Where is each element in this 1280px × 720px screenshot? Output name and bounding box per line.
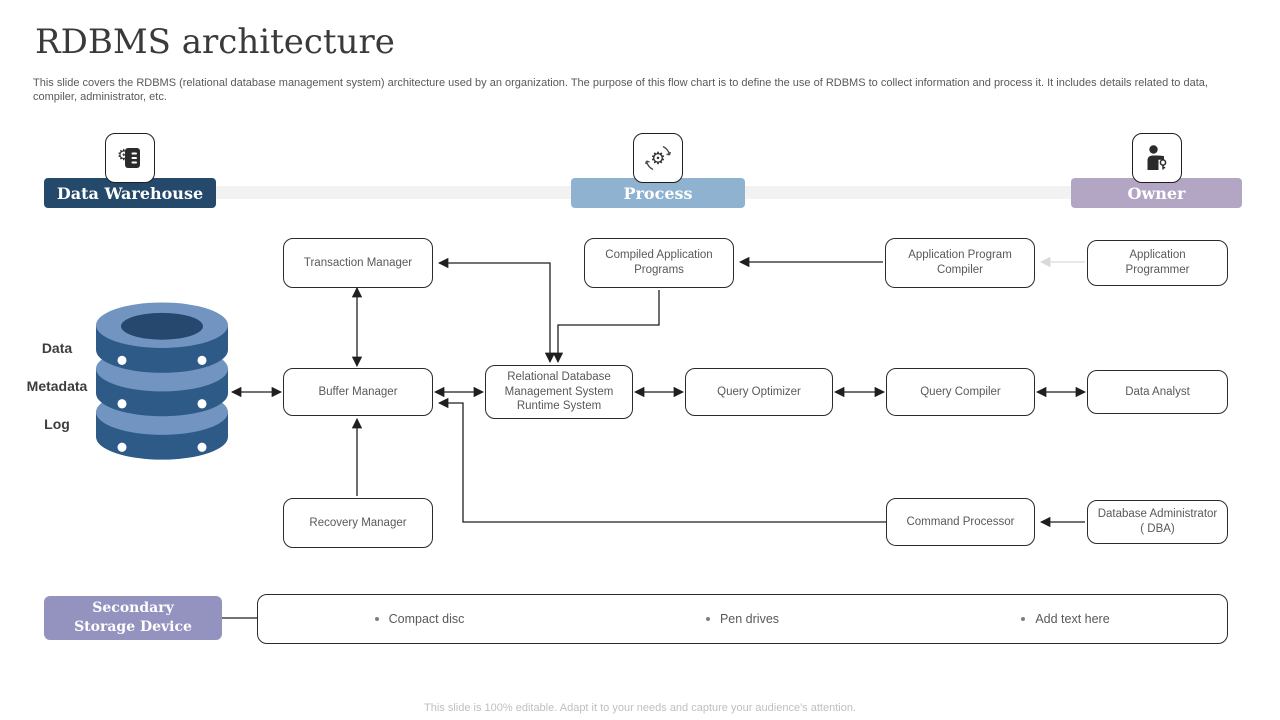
node-recovery-manager: Recovery Manager [283,498,433,548]
node-application-programmer: Application Programmer [1087,240,1228,286]
bullet-icon [705,617,710,621]
node-buffer-manager: Buffer Manager [283,368,433,416]
database-gear-icon-svg: ⚙ [117,146,140,168]
list-item-label: Pen drives [719,612,780,626]
storage-items-box: Compact disc Pen drives Add text here [257,594,1228,644]
list-item-label: Add text here [1035,612,1110,626]
bullet-icon [1021,617,1026,621]
person-key-icon [1132,133,1182,183]
node-query-optimizer: Query Optimizer [685,368,833,416]
node-database-administrator: Database Administrator ( DBA) [1087,500,1228,544]
person-key-icon-svg [1147,145,1167,170]
secondary-storage-device-label: Secondary Storage Device [44,596,222,640]
database-label-data: Data [41,340,73,356]
node-data-analyst: Data Analyst [1087,370,1228,414]
list-item-add-text-here: Add text here [904,595,1227,643]
node-compiled-application-programs: Compiled Application Programs [584,238,734,288]
list-item-label: Compact disc [388,612,465,626]
slide-description: This slide covers the RDBMS (relational … [33,77,1208,104]
lane-header-owner: Owner [1071,178,1242,208]
process-cycle-gear-icon: ⚙ [633,133,683,183]
lane-header-data-warehouse: Data Warehouse [44,178,216,208]
process-cycle-gear-icon-svg: ⚙ [645,145,671,171]
node-transaction-manager: Transaction Manager [283,238,433,288]
database-label-metadata: Metadata [26,378,88,394]
footer-note: This slide is 100% editable. Adapt it to… [424,702,856,714]
node-command-processor: Command Processor [886,498,1035,546]
list-item-pen-drives: Pen drives [581,595,904,643]
database-label-log: Log [44,416,70,432]
list-item-compact-disc: Compact disc [258,595,581,643]
bullet-icon [374,617,379,621]
node-application-program-compiler: Application Program Compiler [885,238,1035,288]
svg-text:⚙: ⚙ [650,149,665,169]
node-rdbms-runtime-system: Relational Database Management System Ru… [485,365,633,419]
page-title: RDBMS architecture [35,22,395,62]
database-cylinder-icon [96,302,228,460]
database-gear-icon: ⚙ [105,133,155,183]
node-query-compiler: Query Compiler [886,368,1035,416]
lane-header-process: Process [571,178,745,208]
